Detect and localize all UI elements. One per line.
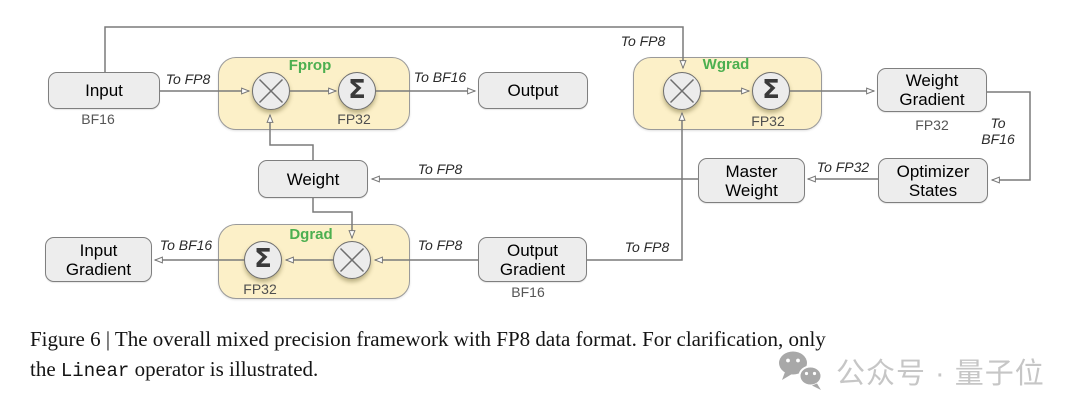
edge-label-line2: BF16: [981, 131, 1015, 147]
edge-outgrad-to-wgrad: [587, 113, 682, 261]
fprop-accumulate-format: FP32: [337, 111, 371, 127]
caption-line2-prefix: the: [30, 357, 61, 381]
wgrad-sum-icon: Σ: [752, 72, 790, 110]
weight-gradient-format: FP32: [915, 117, 949, 133]
watermark-text: 公众号 · 量子位: [836, 358, 1045, 390]
edge-label-input-to-fprop: To FP8: [165, 71, 211, 87]
edge-label-dgrad-to-ingrad: To BF16: [159, 237, 213, 253]
fprop-label: Fprop: [288, 57, 332, 74]
sigma-glyph: Σ: [348, 75, 366, 105]
edge-label-wgrad-to-optimizer: To BF16: [972, 115, 1024, 147]
node-output: Output: [478, 72, 588, 109]
watermark: 公众号 · 量子位: [778, 350, 1045, 392]
edge-label-input-to-wgrad: To FP8: [620, 33, 666, 49]
input-format: BF16: [81, 111, 115, 127]
node-output-gradient: Output Gradient: [478, 237, 587, 282]
caption-code-linear: Linear: [60, 360, 130, 382]
output-gradient-format: BF16: [511, 284, 545, 300]
wgrad-multiply-icon: [663, 72, 701, 110]
node-input-gradient: Input Gradient: [45, 237, 152, 282]
fprop-sum-icon: Σ: [338, 72, 376, 110]
edge-label-outgrad-to-dgrad: To FP8: [417, 237, 463, 253]
edge-label-outgrad-to-wgrad: To FP8: [624, 239, 670, 255]
dgrad-sum-icon: Σ: [244, 241, 282, 279]
edge-label-master-to-weight: To FP8: [417, 161, 463, 177]
cross-icon: [669, 78, 695, 104]
caption-line1: Figure 6 | The overall mixed precision f…: [30, 327, 826, 351]
sigma-glyph: Σ: [762, 75, 780, 105]
dgrad-accumulate-format: FP32: [243, 281, 277, 297]
node-weight-gradient: Weight Gradient: [877, 68, 987, 112]
node-optimizer-states: Optimizer States: [878, 158, 988, 203]
node-weight: Weight: [258, 160, 368, 198]
cross-icon: [339, 247, 365, 273]
node-master-weight: Master Weight: [698, 158, 805, 203]
fprop-multiply-icon: [252, 72, 290, 110]
edge-label-fprop-to-output: To BF16: [413, 69, 467, 85]
caption-line2: the Linear operator is illustrated.: [30, 354, 1060, 386]
wgrad-label: Wgrad: [702, 56, 750, 73]
wgrad-accumulate-format: FP32: [751, 113, 785, 129]
dgrad-label: Dgrad: [289, 226, 333, 243]
edge-label-optimizer-to-master: To FP32: [816, 159, 870, 175]
sigma-glyph: Σ: [254, 244, 272, 274]
node-input: Input: [48, 72, 160, 109]
wechat-icon: [779, 351, 823, 390]
edge-label-line1: To: [990, 115, 1006, 131]
caption-line2-suffix: operator is illustrated.: [129, 357, 319, 381]
dgrad-multiply-icon: [333, 241, 371, 279]
cross-icon: [258, 78, 284, 104]
figure-caption: Figure 6 | The overall mixed precision f…: [30, 324, 1060, 386]
